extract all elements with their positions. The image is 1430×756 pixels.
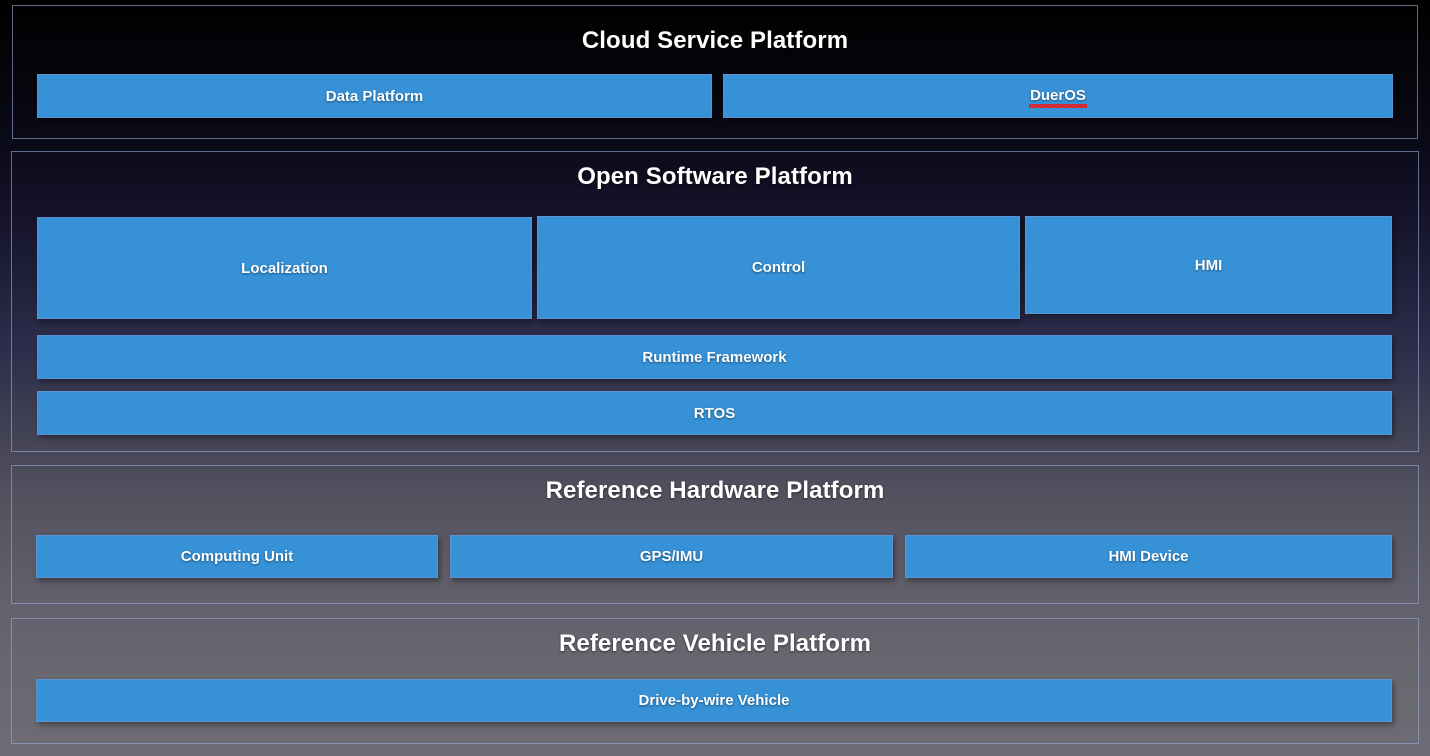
layer-panel-open-software-platform: Open Software Platform Localization Cont… [11,151,1419,452]
component-box-computing-unit[interactable]: Computing Unit [36,535,438,578]
component-label-drive-by-wire-vehicle: Drive-by-wire Vehicle [638,692,790,709]
component-box-dueros[interactable]: DuerOS [723,74,1393,118]
component-label-computing-unit: Computing Unit [180,548,294,565]
component-label-control: Control [751,259,806,276]
component-label-gps-imu: GPS/IMU [639,548,704,565]
layer-title-cloud-service-platform: Cloud Service Platform [581,27,849,54]
component-box-hmi-device[interactable]: HMI Device [905,535,1392,578]
component-label-localization: Localization [241,259,328,277]
layer-panel-reference-vehicle-platform: Reference Vehicle Platform Drive-by-wire… [11,618,1419,744]
component-label-runtime-framework: Runtime Framework [642,348,787,366]
component-box-data-platform[interactable]: Data Platform [37,74,712,118]
component-label-dueros: DuerOS [1029,87,1087,108]
layer-panel-cloud-service-platform: Cloud Service Platform Data Platform Due… [12,5,1418,139]
layer-panel-reference-hardware-platform: Reference Hardware Platform Computing Un… [11,465,1419,604]
layer-title-open-software-platform: Open Software Platform [577,163,853,190]
layer-title-reference-vehicle-platform: Reference Vehicle Platform [558,630,872,657]
component-box-drive-by-wire-vehicle[interactable]: Drive-by-wire Vehicle [36,679,1392,722]
component-box-localization[interactable]: Localization [37,217,532,319]
component-label-hmi-device: HMI Device [1108,548,1189,565]
layer-title-reference-hardware-platform: Reference Hardware Platform [545,477,885,504]
component-box-hmi[interactable]: HMI [1025,216,1392,314]
component-label-hmi: HMI [1194,256,1223,274]
component-box-control[interactable]: Control [537,216,1020,319]
component-label-data-platform: Data Platform [325,87,424,105]
component-box-runtime-framework[interactable]: Runtime Framework [37,335,1392,379]
component-label-rtos: RTOS [693,404,736,422]
component-box-rtos[interactable]: RTOS [37,391,1392,435]
component-box-gps-imu[interactable]: GPS/IMU [450,535,893,578]
